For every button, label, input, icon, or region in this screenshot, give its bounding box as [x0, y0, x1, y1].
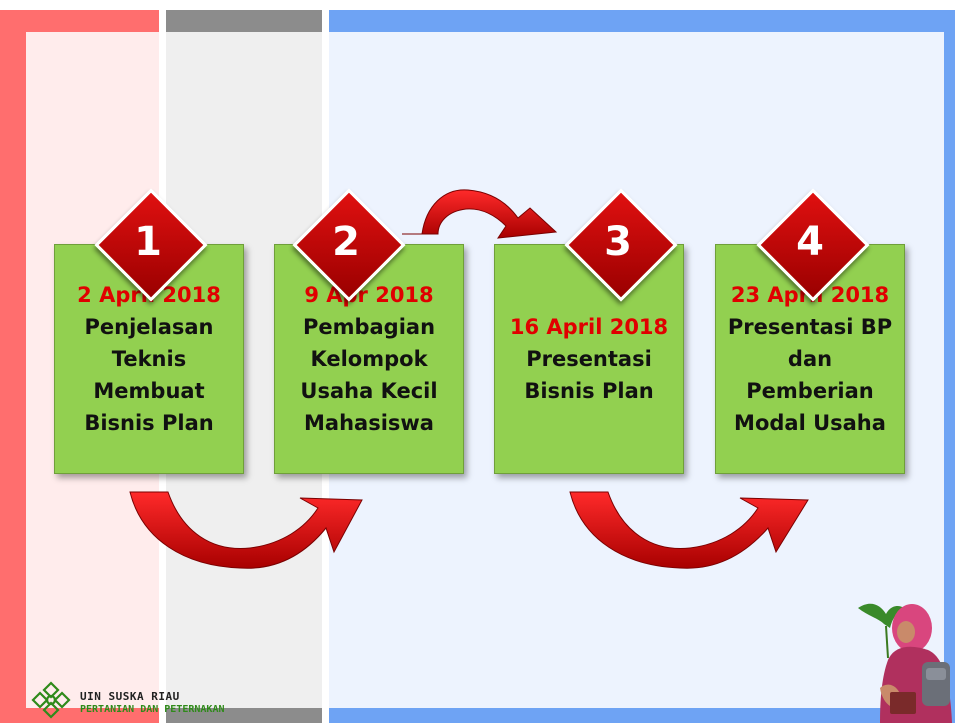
step-text-line: Teknis: [111, 347, 187, 371]
arrow-step3-to-step4: [569, 491, 809, 569]
institution-name: UIN SUSKA RIAU: [80, 690, 180, 703]
step-card-3: 16 April 2018 Presentasi Bisnis Plan: [494, 244, 684, 474]
step-text-line: Usaha Kecil: [300, 379, 438, 403]
step-description: Presentasi BP dan Pemberian Modal Usaha: [722, 311, 898, 439]
step-text-line: dan Pemberian: [746, 347, 874, 403]
arrow-step1-to-step2: [129, 491, 363, 569]
step-number: 1: [134, 219, 162, 265]
step-number-badge-1: 1: [94, 188, 208, 302]
step-text-line: Pembagian: [302, 315, 436, 339]
footer-brand: UIN SUSKA RIAU PERTANIAN DAN PETERNAKAN: [80, 690, 225, 716]
step-text-line: Modal Usaha: [734, 411, 886, 435]
step-text-line: Kelompok: [310, 347, 428, 371]
faculty-name: PERTANIAN DAN PETERNAKAN: [80, 704, 225, 715]
step-text-line: Penjelasan: [84, 315, 214, 339]
step-number: 2: [332, 219, 360, 265]
student-figure-illustration: [858, 603, 952, 723]
step-number-badge-4: 4: [756, 188, 870, 302]
uin-suska-logo-icon: [31, 681, 71, 719]
step-text-line: Presentasi BP: [727, 315, 893, 339]
arrow-step2-to-step3: [402, 189, 558, 239]
step-description: Presentasi Bisnis Plan: [524, 343, 653, 407]
step-date: 16 April 2018: [509, 315, 669, 339]
step-text-line: Bisnis Plan: [84, 411, 214, 435]
step-number: 3: [604, 219, 632, 265]
step-number-badge-3: 3: [564, 188, 678, 302]
step-text-line: Mahasiswa: [304, 411, 434, 435]
step-description: Pembagian Kelompok Usaha Kecil Mahasiswa: [300, 311, 437, 439]
step-text-line: Bisnis Plan: [524, 379, 654, 403]
step-text-line: Presentasi: [526, 347, 652, 371]
step-card-2: 9 Apr 2018 Pembagian Kelompok Usaha Keci…: [274, 244, 464, 474]
step-text-line: Membuat: [93, 379, 205, 403]
step-number: 4: [796, 219, 824, 265]
step-number-badge-2: 2: [292, 188, 406, 302]
step-description: Penjelasan Teknis Membuat Bisnis Plan: [84, 311, 213, 439]
step-date: 9 Apr 2018: [304, 283, 434, 307]
